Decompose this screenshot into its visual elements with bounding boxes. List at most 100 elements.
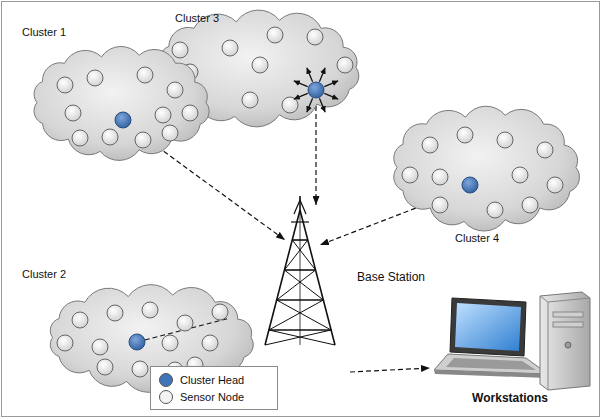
link-arrow [350, 368, 430, 372]
cluster-label: Cluster 2 [22, 268, 66, 280]
sensor-node [222, 40, 238, 56]
pc-drive [553, 322, 583, 327]
cluster-label: Cluster 1 [22, 26, 66, 38]
broadcast-arrow [307, 98, 313, 112]
sensor-node [102, 129, 118, 145]
pc-edge [548, 302, 549, 390]
cluster-head [115, 112, 131, 128]
sensor-node [307, 29, 323, 45]
legend-row: Sensor Node [159, 388, 269, 405]
broadcast-arrow [294, 81, 308, 87]
sensor-node [57, 77, 73, 93]
link-arrow [125, 123, 285, 240]
sensor-node [487, 202, 503, 218]
sensor-node [267, 27, 283, 43]
pc-case [540, 292, 590, 390]
legend-swatch [159, 390, 173, 404]
sensor-node [252, 57, 268, 73]
broadcast-arrow [319, 68, 325, 82]
node-label: Workstations [430, 391, 590, 405]
legend-label: Cluster Head [180, 374, 244, 386]
label-holder: Base Station [357, 270, 425, 284]
tower-illustration [265, 196, 335, 345]
sensor-node [547, 177, 563, 193]
tower-brace [284, 270, 323, 300]
sensor-node [162, 335, 178, 351]
sensor-node [202, 335, 218, 351]
sensor-node [107, 305, 123, 321]
base-station: Base Station [260, 200, 350, 385]
sensor-node [57, 335, 73, 351]
sensor-node [337, 57, 353, 73]
sensor-node [212, 304, 228, 320]
tower-brace [277, 299, 324, 301]
pc-button [565, 342, 571, 348]
workstations: Workstations [430, 290, 590, 408]
tower-brace [265, 330, 331, 345]
node-label: Base Station [357, 270, 425, 284]
sensor-node [142, 302, 158, 318]
cluster-label: Cluster 3 [175, 12, 219, 24]
tower-antenna [291, 221, 309, 222]
label-holder: Workstations [430, 391, 590, 405]
sensor-node [72, 130, 88, 146]
legend-box: Cluster HeadSensor Node [150, 366, 278, 410]
cluster-head [462, 177, 478, 193]
sensor-node [167, 82, 183, 98]
cluster-head [308, 82, 324, 98]
sensor-node [155, 107, 171, 123]
tower-brace [277, 300, 331, 330]
tower-mast [300, 210, 301, 345]
laptop-illustration [434, 298, 548, 378]
sensor-node [422, 137, 438, 153]
tower-brace [277, 270, 316, 300]
sensor-node [177, 315, 193, 331]
sensor-node [457, 127, 473, 143]
sensor-node [282, 97, 298, 113]
label-holder: Cluster 1 [22, 26, 66, 38]
cloud-shape [34, 46, 209, 160]
laptop-lid [450, 298, 526, 356]
tower-brace [269, 330, 335, 345]
sensor-node [432, 169, 448, 185]
tower-antenna [294, 200, 306, 214]
sensor-node [522, 197, 538, 213]
sensor-node [172, 42, 188, 58]
sensor-node [132, 361, 148, 377]
sensor-node [137, 67, 153, 83]
sensor-node [182, 105, 198, 121]
sensor-node [72, 312, 88, 328]
tower-brace [284, 240, 307, 270]
sensor-node [92, 339, 108, 355]
tower-brace [269, 329, 331, 331]
pc-edge [540, 296, 590, 302]
laptop-keyboard [446, 358, 536, 370]
laptop-edge [434, 370, 548, 378]
pc-drive [553, 312, 583, 317]
cloud-shape [394, 106, 580, 231]
sensor-node [162, 125, 178, 141]
broadcast-arrow [324, 93, 338, 99]
tower-brace [269, 300, 323, 330]
cloud-outline [385, 105, 585, 230]
legend-row: Cluster Head [159, 371, 269, 388]
laptop-screen [455, 303, 521, 351]
sensor-node [537, 142, 553, 158]
sensor-node [135, 132, 151, 148]
cluster-head [129, 334, 145, 350]
sensor-node [242, 92, 258, 108]
tower-brace [292, 239, 308, 241]
label-holder: Cluster 3 [175, 12, 219, 24]
label-holder: Cluster 2 [22, 268, 66, 280]
sensor-node [497, 132, 513, 148]
sensor-node [97, 359, 113, 375]
sensor-node [65, 105, 81, 121]
link-arrow [315, 98, 316, 205]
cloud-outline [25, 45, 215, 160]
broadcast-arrow [294, 93, 308, 99]
tower-brace [284, 269, 315, 271]
sensor-node [432, 197, 448, 213]
broadcast-arrow [324, 81, 338, 87]
legend-label: Sensor Node [180, 391, 244, 403]
